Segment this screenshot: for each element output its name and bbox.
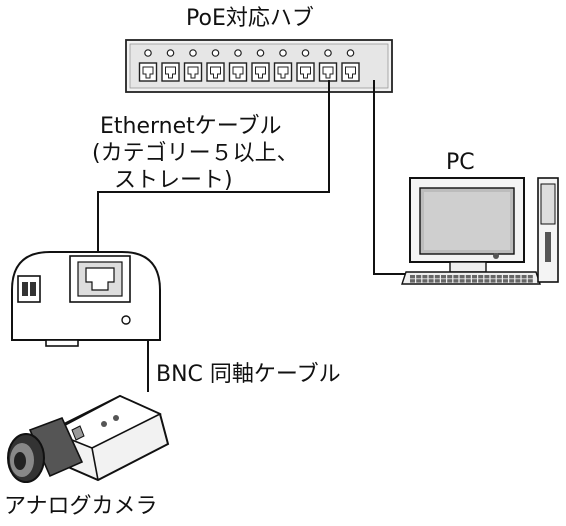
keyboard-key (521, 279, 527, 283)
keyboard-key (490, 279, 496, 283)
keyboard-key (472, 279, 477, 283)
hub-port-led (324, 49, 332, 57)
keyboard-key (453, 279, 459, 283)
keyboard-key (503, 279, 508, 283)
keyboard-key (428, 279, 434, 283)
keyboard-key (496, 279, 502, 283)
ethernet-cable-label-line1: Ethernetケーブル (100, 114, 282, 139)
keyboard-key (416, 279, 422, 283)
keyboard-key (503, 275, 508, 279)
hub-port-led (189, 49, 197, 57)
keyboard-key (416, 275, 422, 279)
analog-camera (7, 394, 170, 483)
keyboard-key (527, 279, 533, 283)
hub-port-led (301, 49, 310, 57)
keyboard-key (459, 275, 465, 279)
hub-port-led (211, 49, 220, 57)
hub-port-led (279, 49, 287, 57)
hub-port-led (234, 49, 242, 57)
hub-port-slot (255, 66, 266, 79)
keyboard-key (410, 279, 415, 283)
hub-label: PoE対応ハブ (186, 6, 314, 31)
ethernet-cable-to-encoder (97, 80, 330, 255)
keyboard-key (422, 279, 428, 283)
ethernet-cable-label-line2: (カテゴリー５以上、 (92, 141, 299, 166)
hub-port-slot (300, 66, 311, 79)
keyboard-key (496, 275, 502, 279)
keyboard-key (410, 275, 415, 279)
hub-port-led (166, 49, 175, 57)
keyboard-key (434, 279, 440, 283)
keyboard-key (428, 275, 434, 279)
keyboard-key (472, 275, 477, 279)
keyboard-key (509, 279, 515, 283)
keyboard-key (434, 275, 440, 279)
keyboard-key (484, 275, 490, 279)
keyboard-key (527, 275, 533, 279)
hub-port-slot (232, 66, 244, 79)
keyboard-key (478, 275, 484, 279)
keyboard-key (521, 275, 527, 279)
keyboard-key (422, 275, 428, 279)
keyboard-key (447, 275, 453, 279)
hub-port-slot (277, 66, 289, 79)
hub-port-slot (142, 66, 154, 79)
hub-port-led (256, 49, 265, 57)
hub-port-slot (345, 66, 356, 79)
pc-keyboard (410, 275, 533, 283)
ethernet-cable-to-pc (373, 80, 410, 275)
hub-port-slot (187, 66, 199, 79)
hub-port-slot (210, 66, 221, 79)
video-encoder (11, 251, 161, 347)
hub-port-slot (165, 66, 176, 79)
hub-port-led (346, 49, 355, 57)
keyboard-key (465, 279, 471, 283)
keyboard-key (484, 279, 490, 283)
keyboard-key (447, 279, 453, 283)
keyboard-key (509, 275, 515, 279)
analog-camera-label: アナログカメラ (4, 494, 158, 519)
hub-port-led (144, 49, 152, 57)
keyboard-key (490, 275, 496, 279)
keyboard-key (465, 275, 471, 279)
poe-hub (125, 39, 393, 93)
keyboard-key (441, 275, 446, 279)
pc-label: PC (446, 150, 475, 175)
bnc-cable-label: BNC 同軸ケーブル (156, 362, 341, 387)
keyboard-key (453, 275, 459, 279)
ethernet-cable-label-line3: ストレート) (114, 168, 233, 193)
keyboard-key (441, 279, 446, 283)
keyboard-key (478, 279, 484, 283)
keyboard-key (459, 279, 465, 283)
keyboard-key (515, 279, 521, 283)
pc (401, 177, 559, 285)
keyboard-key (515, 275, 521, 279)
hub-ports (138, 49, 360, 82)
hub-port-slot (322, 66, 334, 79)
